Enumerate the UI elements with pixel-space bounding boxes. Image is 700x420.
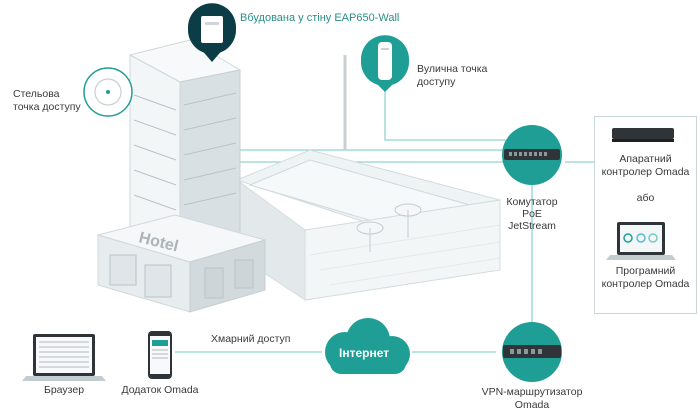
- wall-ap-label: Вбудована у стіну EAP650-Wall: [240, 12, 400, 24]
- controller-panel: [594, 116, 697, 314]
- ceiling-ap-label-line2: точка доступу: [13, 101, 81, 113]
- outdoor-ap-label-line1: Вулична точка: [417, 63, 488, 75]
- sw-controller-label-line1: Програмний: [615, 265, 676, 277]
- outdoor-access-point-icon: [361, 35, 410, 92]
- laptop-icon: [606, 222, 676, 260]
- sw-controller-label-line2: контролер Omada: [601, 278, 690, 290]
- hardware-controller-icon: [612, 128, 674, 142]
- cloud-icon: [325, 318, 410, 374]
- network-switch-icon: [502, 125, 562, 185]
- cloud-access-label: Хмарний доступ: [211, 333, 291, 345]
- line-outdoor-ap-to-switch: [384, 88, 521, 151]
- browser-laptop-icon: [22, 334, 106, 381]
- wall-access-point-icon: [188, 3, 237, 63]
- switch-label-line3: JetStream: [508, 220, 556, 232]
- hw-controller-label-line2: контролер Omada: [601, 166, 690, 178]
- switch-label-line1: Комутатор: [506, 196, 558, 208]
- beach-umbrella-icon: [356, 203, 422, 252]
- smartphone-icon: [148, 331, 172, 379]
- outdoor-ap-label-line2: доступу: [417, 76, 456, 88]
- hw-controller-label-line1: Апаратний: [619, 153, 672, 165]
- ceiling-ap-label-line1: Стельова: [13, 88, 60, 100]
- router-label-line2: Omada: [514, 399, 550, 411]
- router-label-line1: VPN-маршрутизатор: [481, 386, 583, 398]
- browser-label: Браузер: [43, 384, 85, 396]
- or-label: або: [636, 192, 655, 204]
- internet-label: Інтернет: [339, 346, 390, 360]
- switch-label-line2: PoE: [522, 208, 542, 220]
- ceiling-access-point-icon: [83, 67, 133, 117]
- pool-area: [235, 55, 502, 301]
- hotel-building-icon: Hotel: [96, 39, 267, 313]
- router-icon: [502, 322, 562, 382]
- omada-app-label: Додаток Omada: [121, 384, 199, 396]
